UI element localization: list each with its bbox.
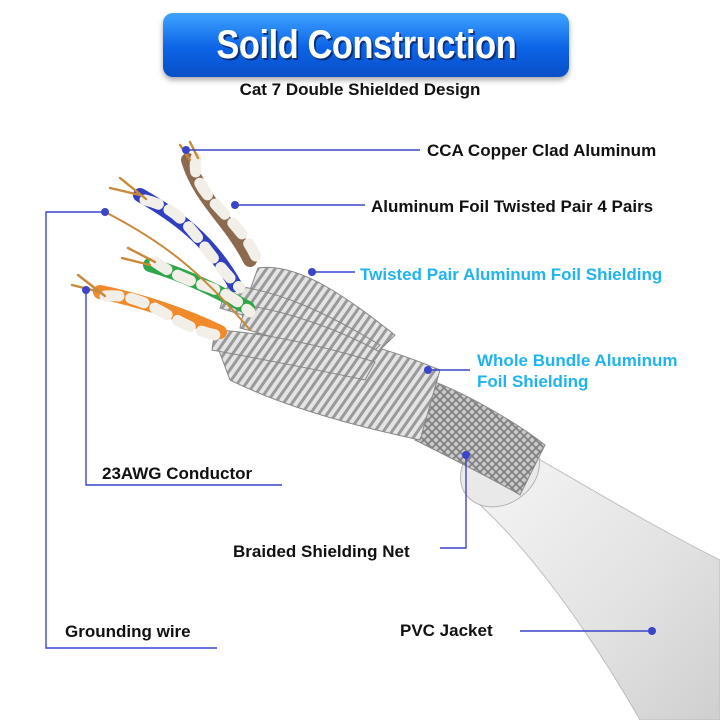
label-braid: Braided Shielding Net — [233, 542, 410, 561]
label-foil-pairs: Aluminum Foil Twisted Pair 4 Pairs — [371, 197, 654, 216]
label-pair-shield: Twisted Pair Aluminum Foil Shielding — [360, 265, 663, 284]
pair-blue — [133, 188, 246, 294]
grounding-wire-path — [104, 211, 251, 331]
label-bundle-shield-line1: Whole Bundle Aluminum — [477, 351, 678, 370]
pair-brown — [181, 152, 264, 268]
page-subtitle: Cat 7 Double Shielded Design — [239, 80, 481, 99]
braided-shield — [414, 379, 546, 496]
label-conductor: 23AWG Conductor — [102, 464, 253, 483]
title-banner: Soild Construction — [163, 13, 569, 77]
pair-green — [143, 256, 256, 318]
label-bundle-shield-line2: Foil Shielding — [477, 372, 589, 391]
label-cca: CCA Copper Clad Aluminum — [427, 141, 657, 160]
pvc-jacket — [479, 439, 720, 720]
callout-dots — [82, 146, 656, 635]
label-grounding: Grounding wire — [65, 622, 191, 641]
pair-foil-orange — [211, 329, 376, 381]
label-jacket: PVC Jacket — [400, 621, 493, 640]
page-title: Soild Construction — [216, 22, 516, 67]
pair-orange — [93, 285, 228, 342]
leader-lines — [45, 149, 652, 649]
